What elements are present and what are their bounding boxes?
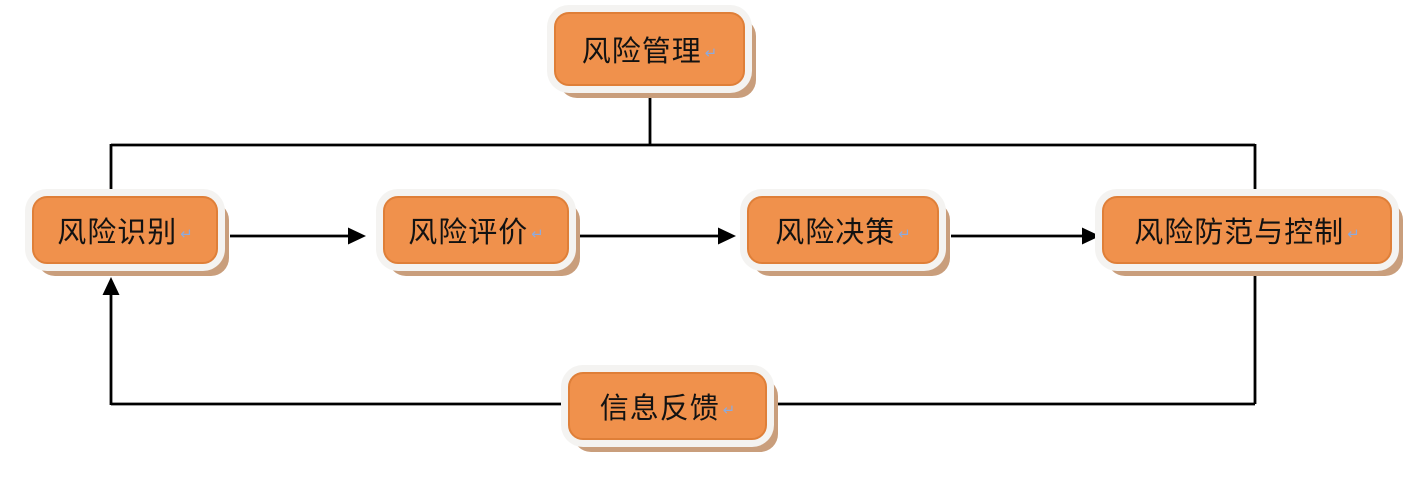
node-risk-identification: 风险识别↵ — [32, 196, 218, 264]
connector-feedback-arrow-head — [102, 277, 120, 295]
node-risk-management: 风险管理↵ — [554, 12, 745, 86]
node-risk-evaluation: 风险评价↵ — [383, 196, 569, 264]
connector-arrow-1-head — [348, 227, 366, 245]
connector-arrow-2-head — [718, 227, 736, 245]
node-information-feedback: 信息反馈↵ — [568, 372, 767, 440]
paragraph-mark-icon: ↵ — [898, 225, 911, 243]
node-label: 风险管理 — [581, 34, 702, 68]
connector-arrow-3-head — [1082, 227, 1100, 245]
paragraph-mark-icon: ↵ — [180, 225, 193, 243]
node-label: 风险识别 — [57, 215, 178, 249]
paragraph-mark-icon: ↵ — [722, 401, 736, 419]
node-label: 风险决策 — [775, 215, 896, 249]
paragraph-mark-icon: ↵ — [1347, 225, 1360, 243]
paragraph-mark-icon: ↵ — [704, 44, 718, 62]
node-label: 风险评价 — [408, 215, 529, 249]
node-label: 信息反馈 — [599, 391, 720, 425]
node-risk-prevention-and-control: 风险防范与控制↵ — [1102, 196, 1392, 264]
node-risk-decision: 风险决策↵ — [747, 196, 939, 264]
node-label: 风险防范与控制 — [1134, 215, 1345, 249]
paragraph-mark-icon: ↵ — [531, 225, 544, 243]
